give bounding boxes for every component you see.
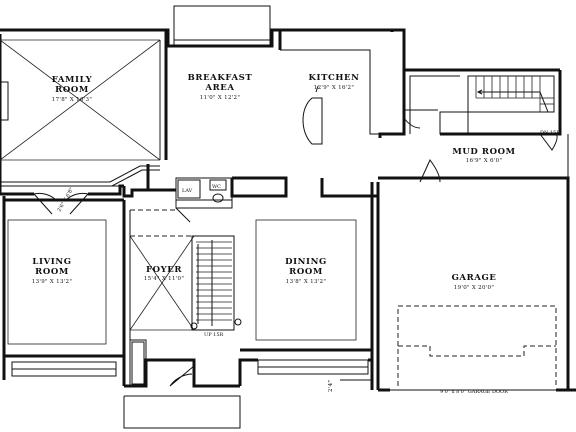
garage-dims: 19'0" X 20'0" <box>454 285 494 291</box>
door-swing <box>403 117 421 129</box>
garage-name: GARAGE <box>452 273 497 283</box>
stair-treads <box>475 76 554 112</box>
breakfast-dims: 11'0" X 12'2" <box>200 95 240 101</box>
opening-dim: 2'4" <box>328 380 334 392</box>
wc-label: WC <box>212 184 221 190</box>
mud-room: MUD ROOM 16'9" X 6'0" DN 15R <box>403 75 560 183</box>
kitchen-name: KITCHEN <box>309 73 360 83</box>
dining-room: DINING ROOM 13'8" X 13'2" 2'4" <box>255 219 357 392</box>
stair-enclosure <box>467 75 555 113</box>
living-room-name-2: ROOM <box>35 267 69 277</box>
door-swing <box>175 207 191 223</box>
door-swing <box>65 192 89 215</box>
kitchen-dims: 12'9" X 16'2" <box>314 85 354 91</box>
main-stair <box>191 235 235 331</box>
door-swing <box>539 133 558 151</box>
foyer: FOYER 15'4" X 11'0" UP 15R <box>129 196 242 387</box>
main-stair-treads <box>196 241 232 321</box>
breakfast-name: BREAKFAST <box>188 73 253 83</box>
family-room-name-2: ROOM <box>55 85 89 95</box>
door-swing <box>419 159 441 183</box>
up-stairs-label: UP 15R <box>204 332 224 338</box>
exterior-walls <box>0 5 576 429</box>
garage: GARAGE 19'0" X 20'0" 9'0" x 8'0" GARAGE … <box>397 273 557 395</box>
breakfast-area: BREAKFAST AREA 11'0" X 12'2" <box>188 73 253 101</box>
garage-door-label: 9'0" x 8'0" GARAGE DOOR <box>440 389 508 395</box>
foyer-dims: 15'4" X 11'0" <box>144 276 184 282</box>
island-mark <box>315 85 319 93</box>
family-room-dims: 17'8" X 16'3" <box>52 97 92 103</box>
fireplace <box>0 81 9 121</box>
living-room-dims: 13'9" X 13'2" <box>32 279 72 285</box>
dn-stairs-label: DN 15R <box>540 130 560 136</box>
door-swing <box>33 192 57 215</box>
dining-room-name-2: ROOM <box>289 267 323 277</box>
dining-room-name: DINING <box>285 257 327 267</box>
entry-door-swing <box>169 365 195 387</box>
mud-room-name: MUD ROOM <box>452 147 515 157</box>
kitchen-island <box>302 97 323 145</box>
family-room: FAMILY ROOM 17'8" X 16'3" 2'6" X 6'8" <box>0 39 161 215</box>
dining-room-dims: 13'8" X 13'2" <box>286 279 326 285</box>
powder-room: LAV WC <box>175 177 233 223</box>
lav-label: LAV <box>182 188 193 194</box>
family-room-name: FAMILY <box>52 75 93 85</box>
mud-room-dims: 16'9" X 6'0" <box>466 158 503 164</box>
living-room-name: LIVING <box>32 257 71 267</box>
living-room: LIVING ROOM 13'9" X 13'2" <box>7 219 107 345</box>
breakfast-name-2: AREA <box>204 83 234 93</box>
toilet <box>212 193 224 203</box>
foyer-name: FOYER <box>146 265 182 275</box>
kitchen: KITCHEN 12'9" X 16'2" <box>280 49 392 145</box>
